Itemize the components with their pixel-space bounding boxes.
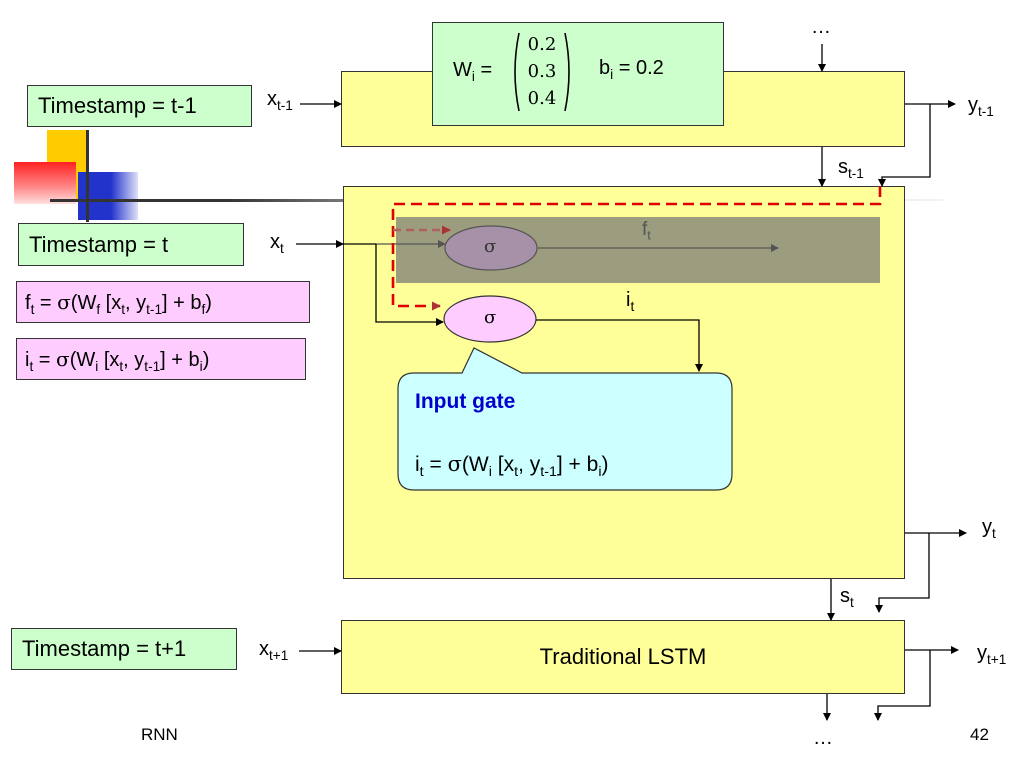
timestamp-curr-label: Timestamp = t [29,231,169,257]
callout-title: Input gate [415,390,516,413]
forget-equation: ft = σ(Wf [xt, yt-1] + bf) [25,289,212,317]
decor-red-block [14,162,76,204]
y-curr-label: yt [982,516,996,541]
ellipsis-top: … [811,16,831,38]
arrow-input-output [536,319,703,372]
s-prev-label: st-1 [838,156,864,181]
lstm-cell-next: Traditional LSTM [341,620,905,694]
callout-equation: it = σ(Wi [xt, yt-1] + bi) [415,452,609,480]
weights-vector-entry-2: 0.3 [527,61,557,82]
forget-gate-sigma [444,225,538,271]
timestamp-prev-label: Timestamp = t-1 [38,93,197,118]
decor-horizontal-line [50,199,344,202]
weights-box: Wi = 0.2 0.3 0.4 bi = 0.2 [432,22,724,126]
weights-b-label: bi = 0.2 [599,57,664,82]
input-equation: it = σ(Wi [xt, yt-1] + bi) [25,346,210,374]
timestamp-next-box: Timestamp = t+1 [11,628,237,670]
traditional-lstm-label: Traditional LSTM [539,644,707,669]
weights-w-label: Wi = [453,59,493,84]
y-next-label: yt+1 [977,642,1007,667]
timestamp-prev-box: Timestamp = t-1 [27,85,252,127]
s-curr-label: st [840,585,854,610]
arrow-xt-input-gate [375,244,444,326]
x-next-label: xt+1 [259,638,289,663]
input-equation-box: it = σ(Wi [xt, yt-1] + bi) [16,338,306,380]
y-prev-label: yt-1 [968,94,994,119]
footer-rnn-label: RNN [141,725,178,744]
x-curr-label: xt [270,231,284,256]
dashed-recurrent-path [391,186,882,311]
weights-vector: 0.2 0.3 0.4 [525,31,559,112]
forget-gate-sigma-label: σ [484,236,497,257]
arrow-y-curr-feedback [875,533,930,613]
forget-equation-box: ft = σ(Wf [xt, yt-1] + bf) [16,281,310,323]
page-number: 42 [970,725,989,744]
x-prev-label: xt-1 [267,88,293,113]
decor-vertical-line [86,130,89,222]
arrow-y-next-feedback [874,650,931,721]
ellipsis-bottom: … [813,727,833,749]
weights-vector-entry-1: 0.2 [527,34,557,55]
forget-gate-label: ft [642,219,651,243]
timestamp-curr-box: Timestamp = t [18,223,244,266]
weights-vector-entry-3: 0.4 [527,88,557,109]
arrow-y-prev-feedback [878,104,931,187]
timestamp-next-label: Timestamp = t+1 [22,636,187,661]
input-gate-callout [397,347,733,491]
weights-vector-brackets [514,32,570,112]
input-gate-label: it [626,289,635,314]
input-gate-sigma [443,295,537,343]
input-gate-sigma-label: σ [484,307,497,328]
